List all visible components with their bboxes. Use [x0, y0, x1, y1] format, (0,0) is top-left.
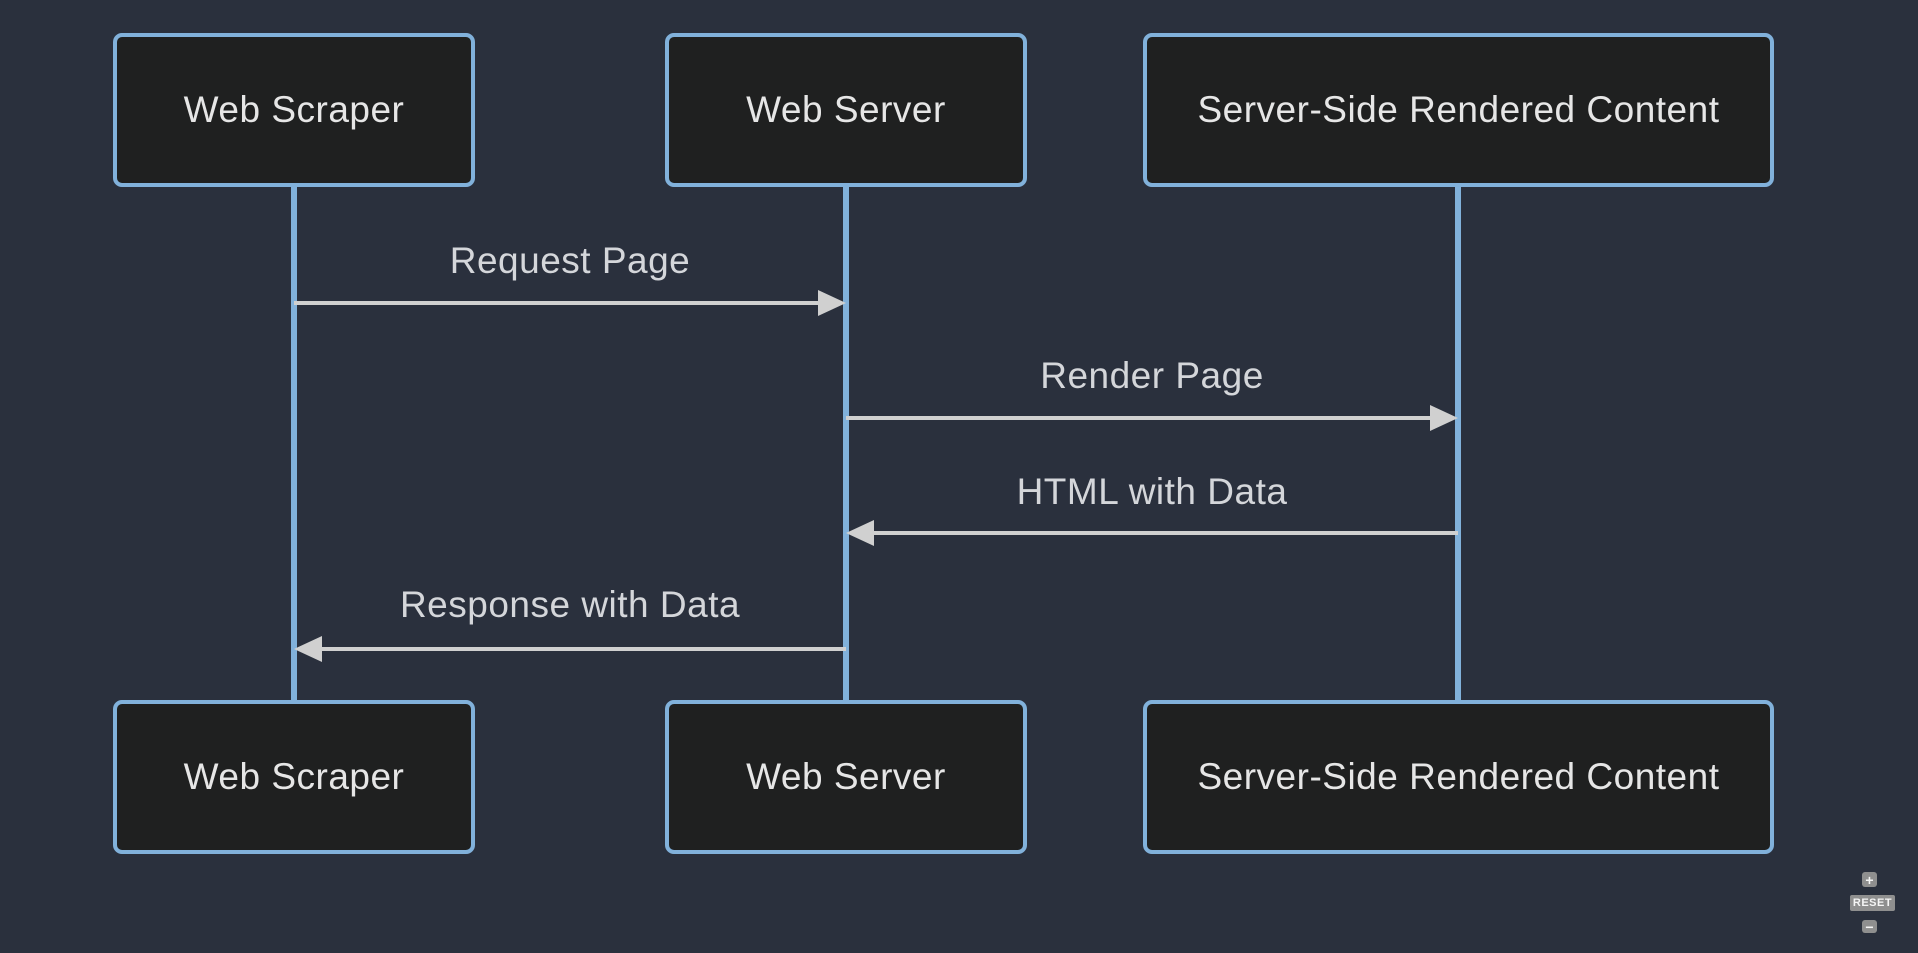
lifeline-web-server — [843, 187, 849, 700]
arrowhead-right-icon — [1430, 405, 1458, 431]
message-label-html-with-data: HTML with Data — [1016, 471, 1288, 512]
actor-label: Server-Side Rendered Content — [1197, 756, 1720, 797]
message-line — [846, 416, 1430, 420]
arrowhead-left-icon — [294, 636, 322, 662]
actor-label: Web Server — [746, 89, 946, 130]
actor-label: Web Scraper — [183, 756, 405, 797]
zoom-in-button[interactable]: + — [1862, 872, 1877, 887]
message-label-request-page: Request Page — [449, 240, 691, 281]
message-line — [294, 301, 818, 305]
actor-top-ssr-content: Server-Side Rendered Content — [1143, 33, 1774, 187]
arrowhead-left-icon — [846, 520, 874, 546]
message-label-response-with-data: Response with Data — [399, 584, 741, 625]
actor-label: Web Scraper — [183, 89, 405, 130]
message-line — [874, 531, 1458, 535]
message-line — [322, 647, 846, 651]
lifeline-ssr-content — [1455, 187, 1461, 700]
actor-bottom-ssr-content: Server-Side Rendered Content — [1143, 700, 1774, 854]
actor-label: Web Server — [746, 756, 946, 797]
reset-zoom-button[interactable]: RESET — [1850, 895, 1895, 911]
arrowhead-right-icon — [818, 290, 846, 316]
lifeline-web-scraper — [291, 187, 297, 700]
actor-bottom-web-server: Web Server — [665, 700, 1027, 854]
actor-top-web-scraper: Web Scraper — [113, 33, 475, 187]
zoom-out-button[interactable]: − — [1862, 920, 1877, 934]
actor-label: Server-Side Rendered Content — [1197, 89, 1720, 130]
actor-bottom-web-scraper: Web Scraper — [113, 700, 475, 854]
actor-top-web-server: Web Server — [665, 33, 1027, 187]
message-label-render-page: Render Page — [1040, 355, 1264, 396]
